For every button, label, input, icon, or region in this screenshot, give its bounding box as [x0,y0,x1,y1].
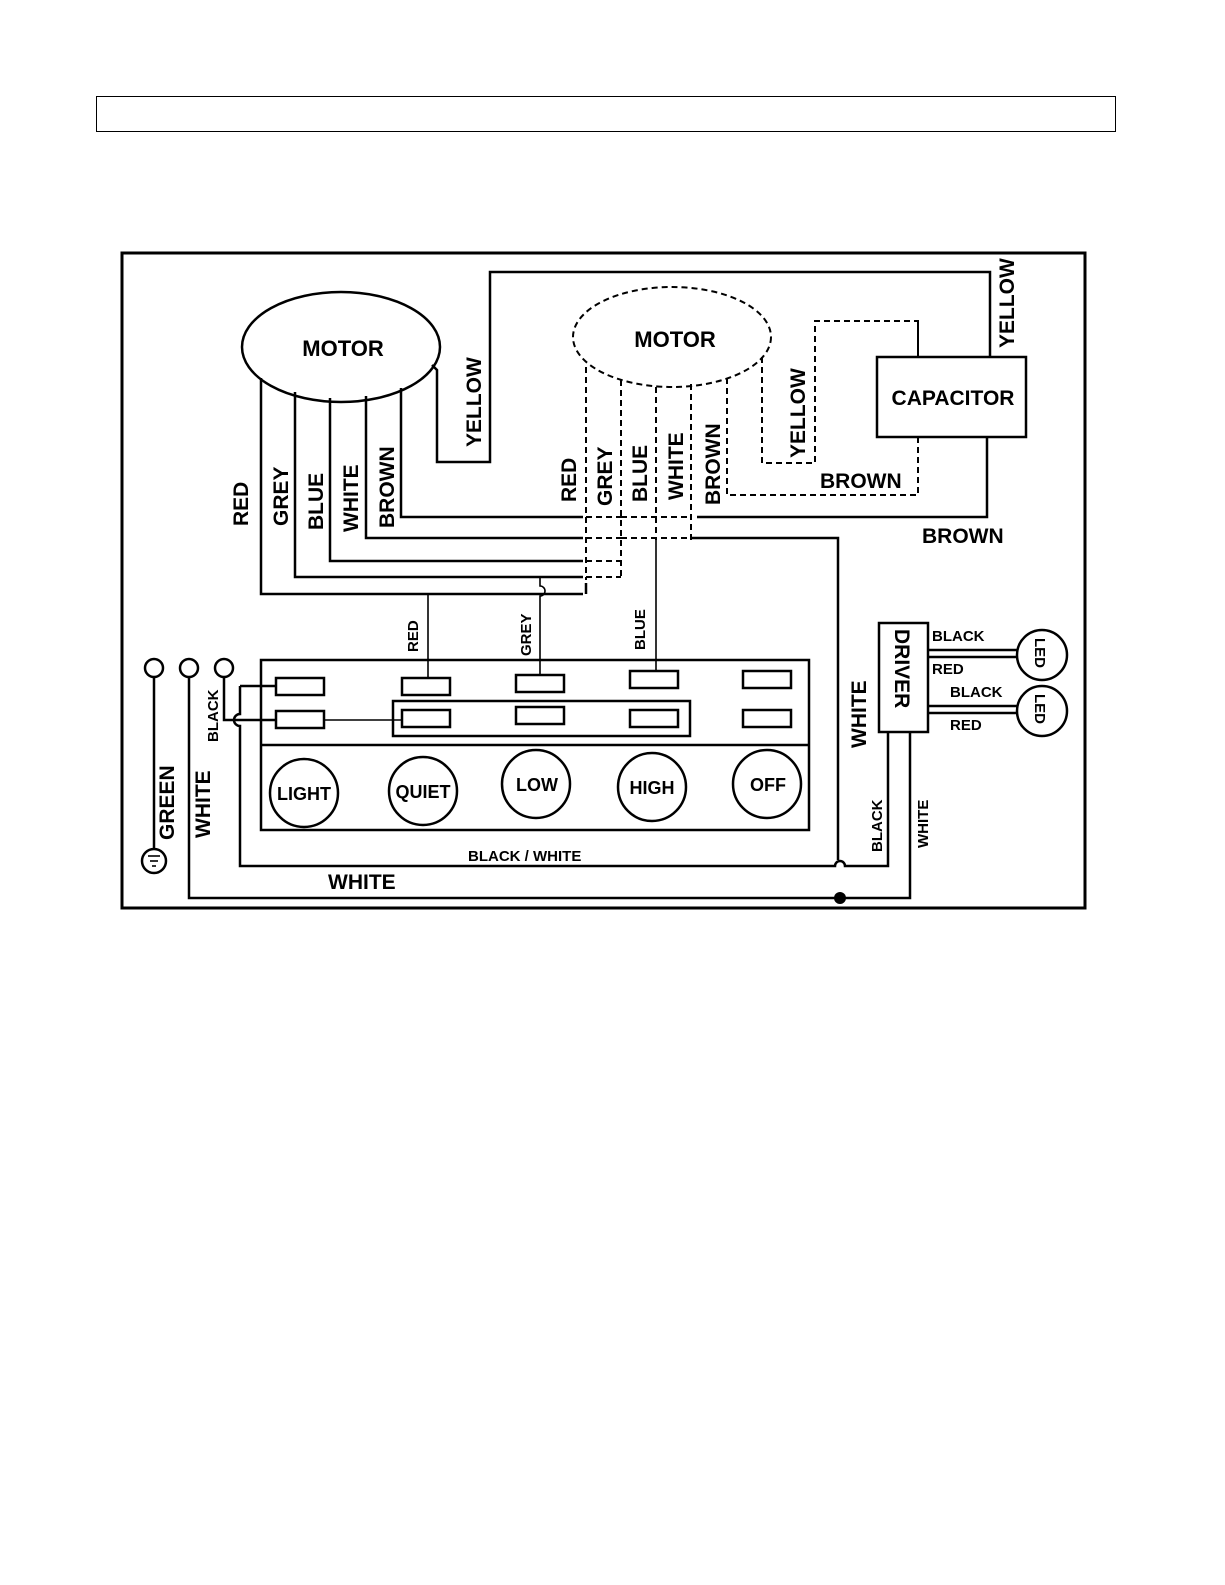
capacitor-yellow-label: YELLOW [787,368,810,458]
switch-blue-label: BLUE [632,609,649,650]
white-wire-label: WHITE [328,871,396,894]
junction-dot [834,892,846,904]
terminal [276,711,324,728]
right-motor-label: MOTOR [634,327,716,352]
supply-black-label: BLACK [205,689,222,742]
black-white-wire-label: BLACK / WHITE [468,848,581,865]
supply-white-label: WHITE [192,770,215,838]
led-1-label: LED [1031,638,1048,668]
yellow-top-label: YELLOW [996,258,1019,348]
right-wire-red-label: RED [558,458,581,502]
terminal [516,675,564,692]
terminal [402,710,450,727]
led2-red-label: RED [950,717,982,734]
right-wire-brown-label: BROWN [702,423,725,505]
low-button-label: LOW [516,775,558,795]
light-button-label: LIGHT [277,784,331,804]
off-button-label: OFF [750,775,786,795]
switch-red-label: RED [405,620,422,652]
right-wire-white-label: WHITE [665,432,688,500]
terminal [743,710,791,727]
led-wiring [928,650,1018,713]
left-wire-brown-label: BROWN [376,446,399,528]
left-wire-white-label: WHITE [340,464,363,532]
driver-label: DRIVER [890,629,913,708]
supply-green-label: GREEN [156,765,179,840]
white-to-driver-label: WHITE [848,680,871,748]
left-wire-grey-label: GREY [270,466,293,526]
left-wire-yellow-label: YELLOW [463,357,486,447]
terminal [630,671,678,688]
led-2-label: LED [1031,694,1048,724]
terminal [516,707,564,724]
terminal [743,671,791,688]
capacitor-label: CAPACITOR [892,387,1015,410]
left-wire-red-label: RED [230,482,253,526]
left-motor-label: MOTOR [302,336,384,361]
led2-black-label: BLACK [950,684,1003,701]
led1-black-label: BLACK [932,628,985,645]
terminal [630,710,678,727]
right-wire-blue-label: BLUE [629,445,652,502]
brown-dashed-label: BROWN [820,470,902,493]
terminal [276,678,324,695]
high-button-label: HIGH [630,778,675,798]
driver-white-label: WHITE [915,800,932,848]
brown-solid-label: BROWN [922,525,1004,548]
driver-black-label: BLACK [869,799,886,852]
quiet-button-label: QUIET [395,782,450,802]
ground-symbol-icon [142,849,166,873]
terminal [402,678,450,695]
left-wire-blue-label: BLUE [305,473,328,530]
right-wire-grey-label: GREY [594,446,617,506]
led1-red-label: RED [932,661,964,678]
switch-grey-label: GREY [518,613,535,656]
